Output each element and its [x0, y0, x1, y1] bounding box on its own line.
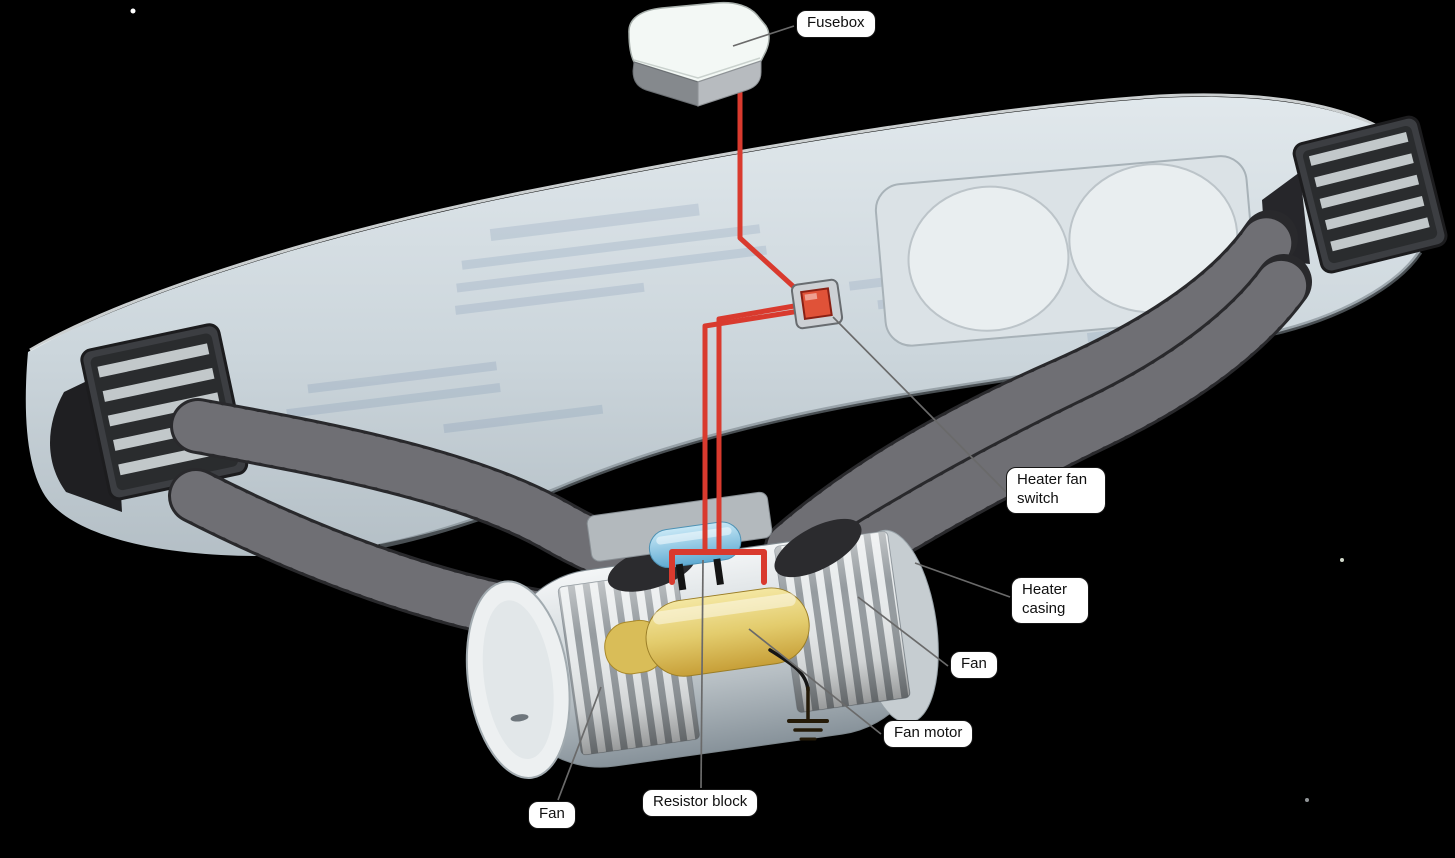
- leader-heater-casing: [914, 562, 1011, 598]
- right-vent-slats: [1308, 132, 1430, 252]
- fan-right-cage: [774, 531, 911, 713]
- instrument-cluster-recess: [874, 155, 1258, 347]
- resistor-pin: [713, 558, 724, 586]
- speck: [130, 8, 136, 14]
- leader-fan-left: [557, 686, 602, 801]
- fan-motor: [604, 587, 810, 677]
- ground-wire: [768, 648, 810, 692]
- label-heater-casing: Heater casing: [1011, 577, 1089, 624]
- heater-casing: [465, 529, 939, 779]
- duct-collar-right: [774, 518, 862, 578]
- heater-fan-switch: [790, 278, 844, 330]
- label-heater-fan-switch: Heater fan switch: [1006, 467, 1106, 514]
- resistor-pin: [675, 563, 687, 591]
- leader-resistor-block: [700, 559, 704, 789]
- leader-fan-right: [857, 596, 949, 667]
- speck: [1305, 798, 1309, 802]
- label-resistor-block: Resistor block: [642, 789, 759, 817]
- speck: [1340, 558, 1344, 562]
- wiring-red: [669, 63, 809, 585]
- casing-left-cap: [465, 580, 571, 779]
- leader-lines: [557, 25, 1011, 801]
- label-fan-motor: Fan motor: [883, 720, 974, 748]
- gauge-hole-left: [907, 185, 1070, 332]
- right-vent: [1262, 115, 1448, 274]
- leader-fan-motor: [748, 628, 882, 735]
- wire-switch-to-heater-1: [716, 301, 809, 552]
- ground-symbol: [768, 648, 829, 741]
- fusebox: [628, 1, 770, 107]
- leader-heater-fan-switch: [832, 316, 1007, 493]
- label-fusebox: Fusebox: [796, 10, 876, 38]
- leader-fusebox: [732, 25, 795, 47]
- label-fan-right: Fan: [950, 651, 998, 679]
- wire-switch-to-heater-2: [702, 307, 809, 552]
- wire-resistor-connector: [669, 549, 767, 585]
- label-fan-left: Fan: [528, 801, 576, 829]
